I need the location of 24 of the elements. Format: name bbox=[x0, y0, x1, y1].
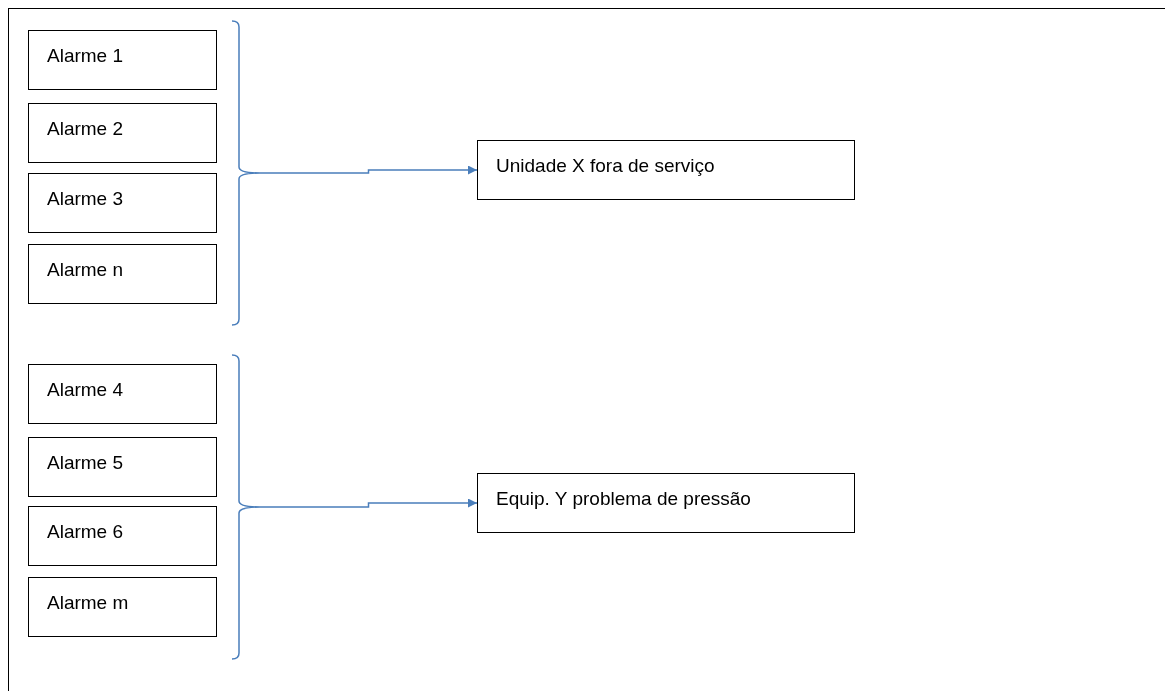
node-label: Unidade X fora de serviço bbox=[496, 155, 715, 177]
node-label: Alarme 2 bbox=[47, 118, 124, 140]
arrow bbox=[259, 165, 478, 175]
process-box bbox=[28, 103, 217, 163]
process-box bbox=[28, 30, 217, 90]
node-label: Alarme 4 bbox=[47, 379, 124, 401]
node-label: Alarme 6 bbox=[47, 521, 124, 543]
node-label: Alarme 1 bbox=[47, 45, 124, 67]
process-box bbox=[28, 577, 217, 637]
curly-brace bbox=[232, 354, 260, 660]
node-label: Equip. Y problema de pressão bbox=[496, 488, 751, 510]
process-box bbox=[477, 473, 855, 533]
node-label: Alarme 5 bbox=[47, 452, 124, 474]
node-label: Alarme n bbox=[47, 259, 124, 281]
process-box bbox=[28, 437, 217, 497]
process-box bbox=[477, 140, 855, 200]
node-label: Alarme m bbox=[47, 592, 129, 614]
process-box bbox=[28, 364, 217, 424]
process-box bbox=[28, 173, 217, 233]
node-label: Alarme 3 bbox=[47, 188, 124, 210]
process-box bbox=[28, 244, 217, 304]
arrow bbox=[259, 498, 478, 508]
process-box bbox=[28, 506, 217, 566]
curly-brace bbox=[232, 20, 260, 326]
